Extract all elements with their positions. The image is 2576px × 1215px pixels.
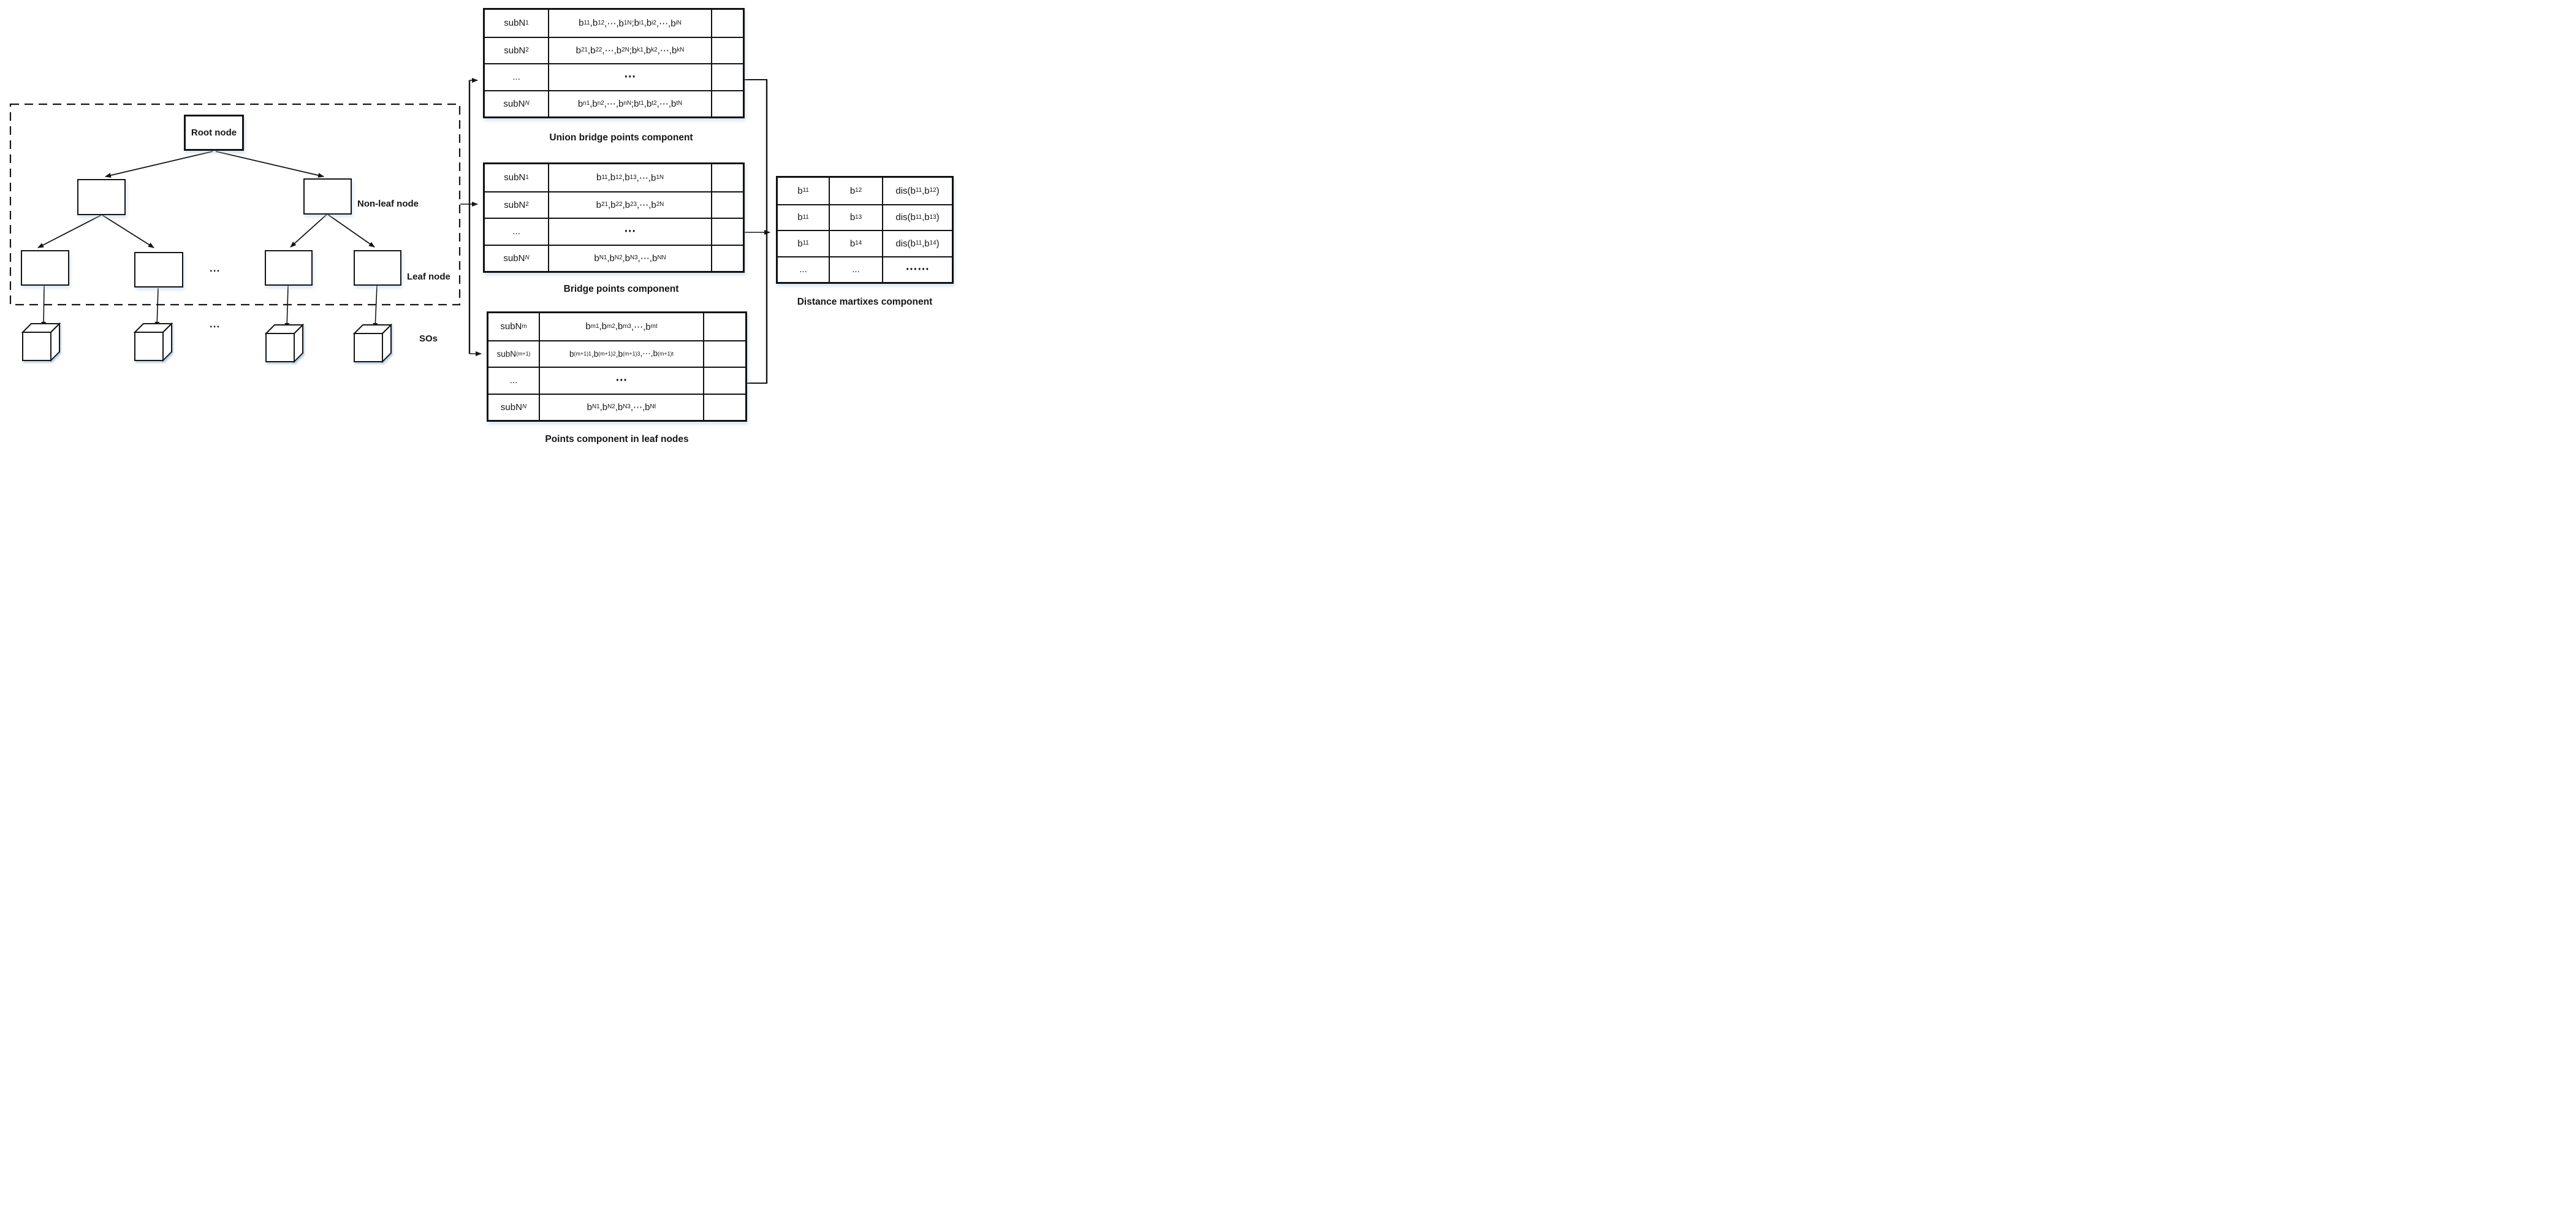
arrow-root-to-right-nonleaf xyxy=(215,151,324,178)
leaf-row-ellipsis: ... xyxy=(210,262,221,274)
figure-canvas: Root node Non-leaf node Leaf node SOs ..… xyxy=(0,0,956,456)
non-leaf-node-label: Non-leaf node xyxy=(357,199,419,209)
table-cell: ... xyxy=(830,256,883,282)
table-cell: ... xyxy=(485,218,549,245)
non-leaf-node-box-right xyxy=(303,178,352,215)
arrow-root-to-left-nonleaf xyxy=(105,151,213,178)
table-cell xyxy=(712,191,743,218)
so-cube-3 xyxy=(264,323,305,364)
arrow-left-nonleaf-to-leaf1 xyxy=(37,215,102,248)
so-cube-1-front xyxy=(22,332,51,361)
table-cell xyxy=(712,164,743,191)
arrow-left-nonleaf-to-leaf2 xyxy=(102,215,154,248)
distance-matrixes-caption: Distance martixes component xyxy=(797,297,933,307)
table-cell: ⋯ xyxy=(540,367,704,394)
table-cell xyxy=(704,313,745,340)
sos-label: SOs xyxy=(419,333,438,344)
table-cell: ⋯ xyxy=(549,218,712,245)
table-cell: ⋯⋯ xyxy=(883,256,952,283)
arrow-right-nonleaf-to-leaf3 xyxy=(290,214,327,248)
table-cell xyxy=(712,244,743,272)
leaf-node-box-2 xyxy=(134,252,183,288)
leaf-node-box-1 xyxy=(21,250,69,286)
points-in-leaf-nodes-caption: Points component in leaf nodes xyxy=(545,434,689,444)
arrow-right-nonleaf-to-leaf4 xyxy=(327,214,375,248)
table-cell: b(m+1)1,b(m+1)2,b(m+1)3,⋯,b(m+1)t xyxy=(540,340,704,367)
table-cell xyxy=(704,393,745,421)
union-bridge-points-caption: Union bridge points component xyxy=(549,132,693,143)
so-row-ellipsis: ... xyxy=(210,318,221,330)
leaf-node-box-4 xyxy=(354,250,401,286)
bridge-points-caption: Bridge points component xyxy=(563,284,679,294)
table-cell: ... xyxy=(485,63,549,90)
root-node-box: Root node xyxy=(184,115,244,151)
so-cube-4 xyxy=(352,323,393,364)
leaf-node-label: Leaf node xyxy=(407,272,450,282)
table-cell xyxy=(712,63,743,90)
non-leaf-node-box-left xyxy=(77,179,126,215)
so-cube-1 xyxy=(21,322,61,362)
arrow-leaf2-to-so2 xyxy=(154,288,160,328)
so-cube-2-front xyxy=(134,332,164,361)
table-cell xyxy=(712,10,743,37)
so-cube-2 xyxy=(133,322,173,362)
table-cell: subN(m+1) xyxy=(488,340,540,367)
so-cube-3-front xyxy=(265,333,295,362)
table-cell: ⋯ xyxy=(549,63,712,90)
table-cell xyxy=(712,90,743,117)
diagram-lines-layer xyxy=(9,78,770,384)
so-cube-4-front xyxy=(354,333,383,362)
arrow-leaf4-to-so4 xyxy=(373,285,378,329)
table-cell xyxy=(712,218,743,245)
table-cell: ... xyxy=(488,367,540,394)
table-cell xyxy=(704,340,745,367)
root-node-label: Root node xyxy=(191,128,237,138)
table-cell xyxy=(712,36,743,64)
leaf-node-box-3 xyxy=(265,250,313,286)
table-cell: ... xyxy=(778,256,830,282)
tree-dashed-boundary xyxy=(9,103,461,306)
table-cell xyxy=(704,367,745,394)
arrow-leaf3-to-so3 xyxy=(284,285,290,329)
